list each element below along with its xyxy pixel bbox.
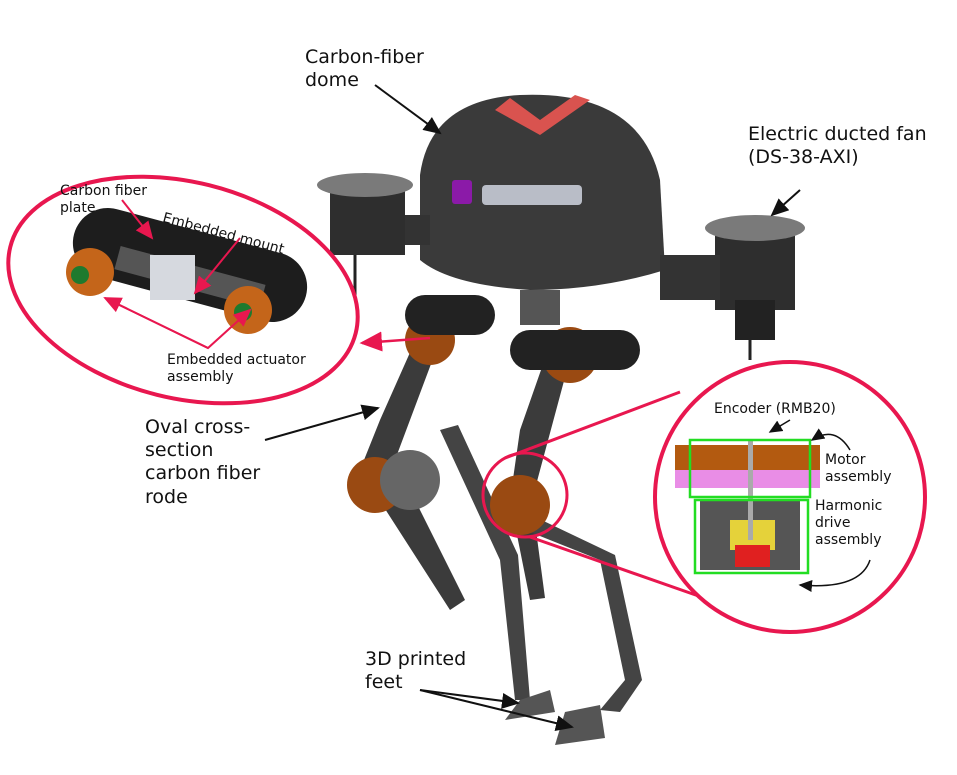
fan-label-line: (DS-38-AXI) xyxy=(748,145,859,168)
ducted-fan-left xyxy=(317,173,430,300)
motor-label-line: assembly xyxy=(825,468,892,485)
feet-label-line: feet xyxy=(365,670,403,693)
foot-right xyxy=(555,705,605,745)
harmonic-label-line: assembly xyxy=(815,531,882,548)
carbon-plate-callout xyxy=(6,174,431,406)
rode-label-line: carbon fiber xyxy=(145,462,261,485)
rode-arrow xyxy=(264,404,380,441)
ducted-fan-right xyxy=(660,215,805,360)
actuator-label-line: assembly xyxy=(167,368,234,385)
rode-label-line: Oval cross- xyxy=(145,416,251,438)
foot-left xyxy=(505,690,555,720)
dome-label: Carbon-fiber dome xyxy=(305,46,424,92)
fan-arrow xyxy=(770,189,801,217)
dome-label-line: Carbon-fiber xyxy=(305,46,424,68)
legs xyxy=(347,295,642,745)
feet-label: 3D printed feet xyxy=(365,648,466,694)
actuator-section-callout xyxy=(481,360,927,634)
rode-label-line: section xyxy=(145,439,214,462)
feet-arrow-2 xyxy=(419,689,574,731)
feet-arrow-1 xyxy=(419,689,520,709)
fan-label: Electric ducted fan (DS-38-AXI) xyxy=(748,123,927,169)
plate-label: Carbon fiber plate xyxy=(60,183,147,217)
rode-label: Oval cross- section carbon fiber rode xyxy=(145,416,260,509)
dome-arrow xyxy=(374,84,442,135)
feet-label-line: 3D printed xyxy=(365,648,467,670)
dome-label-line: dome xyxy=(305,68,359,91)
harmonic-label-line: Harmonic xyxy=(815,498,883,514)
actuator-label: Embedded actuator assembly xyxy=(167,352,306,386)
harmonic-label: Harmonic drive assembly xyxy=(815,498,882,548)
harmonic-label-line: drive xyxy=(815,514,851,531)
motor-label: Motor assembly xyxy=(825,452,891,486)
motor-label-line: Motor xyxy=(825,452,866,468)
encoder-label: Encoder (RMB20) xyxy=(714,401,836,417)
plate-label-line: Carbon fiber xyxy=(60,183,147,199)
carbon-fiber-dome xyxy=(420,94,665,325)
plate-label-line: plate xyxy=(60,199,96,216)
fan-label-line: Electric ducted fan xyxy=(748,123,927,145)
actuator-label-line: Embedded actuator xyxy=(167,352,306,368)
rode-label-line: rode xyxy=(145,485,188,508)
